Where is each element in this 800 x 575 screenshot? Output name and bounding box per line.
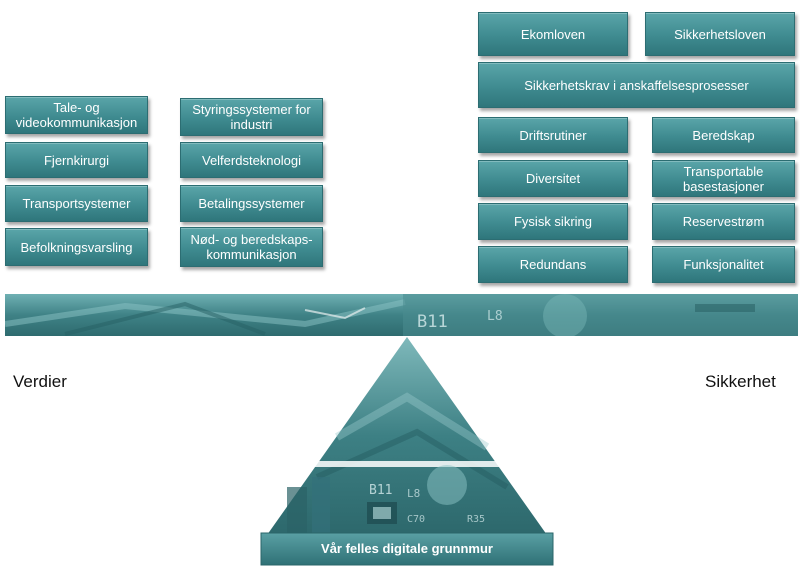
- security-box-funksjonalitet: Funksjonalitet: [652, 246, 795, 283]
- security-box-beredskap: Beredskap: [652, 117, 795, 153]
- pyramid-circuit-label: L8: [407, 487, 420, 500]
- security-box-transportable: Transportable basestasjoner: [652, 160, 795, 197]
- beam-circuit-label: B11: [417, 312, 448, 332]
- balance-beam: B11 L8: [5, 294, 798, 336]
- box-label: Transportable basestasjoner: [683, 163, 764, 194]
- values-box-velferdsteknologi: Velferdsteknologi: [180, 142, 323, 178]
- security-label: Sikkerhet: [705, 372, 776, 391]
- foundation-pyramid: B11 L8 R35 C70: [260, 337, 554, 566]
- box-label: Fysisk sikring: [513, 214, 592, 229]
- box-label: Tale- og videokommunikasjon: [15, 100, 138, 130]
- box-label: Ekomloven: [520, 26, 586, 42]
- security-box-diversitet: Diversitet: [478, 160, 628, 197]
- security-box-anskaffelse: Sikkerhetskrav i anskaffelsesprosesser: [478, 62, 795, 108]
- box-label: Sikkerhetsloven: [674, 26, 766, 42]
- box-label: Redundans: [519, 257, 587, 272]
- box-label: Befolkningsvarsling: [20, 239, 133, 255]
- box-label: Sikkerhetskrav i anskaffelsesprosesser: [524, 77, 749, 93]
- values-box-transportsystemer: Transportsystemer: [5, 185, 148, 222]
- box-label: Driftsrutiner: [519, 127, 587, 143]
- values-box-tale-og-video: Tale- og videokommunikasjon: [5, 96, 148, 134]
- pyramid-circuit-label: C70: [407, 514, 425, 525]
- values-box-styringssystemer: Styringssystemer for industri: [180, 98, 323, 136]
- security-box-ekomloven: Ekomloven: [478, 12, 628, 56]
- pyramid-circuit-label: B11: [369, 483, 392, 498]
- pyramid-circuit-label: R35: [467, 514, 485, 525]
- box-label: Transportsystemer: [22, 196, 131, 211]
- foundation-label: Vår felles digitale grunnmur: [321, 540, 493, 556]
- box-label: Styringssystemer for industri: [192, 102, 311, 132]
- security-box-fysisk-sikring: Fysisk sikring: [478, 203, 628, 240]
- values-label: Verdier: [13, 372, 67, 391]
- security-box-sikkerhetsloven: Sikkerhetsloven: [645, 12, 795, 56]
- box-label: Fjernkirurgi: [43, 152, 109, 168]
- values-box-betalingssystemer: Betalingssystemer: [180, 185, 323, 222]
- box-label: Reservestrøm: [682, 214, 765, 229]
- security-box-redundans: Redundans: [478, 246, 628, 283]
- beam-circuit-label: L8: [487, 309, 503, 324]
- values-box-nod-og-beredskap: Nød- og beredskaps-kommunikasjon: [180, 227, 323, 267]
- box-label: Betalingssystemer: [198, 196, 305, 211]
- box-label: Funksjonalitet: [683, 257, 764, 272]
- values-box-fjernkirurgi: Fjernkirurgi: [5, 142, 148, 178]
- security-box-driftsrutiner: Driftsrutiner: [478, 117, 628, 153]
- box-label: Beredskap: [692, 127, 755, 143]
- box-label: Velferdsteknologi: [201, 152, 301, 168]
- box-label: Diversitet: [525, 171, 581, 186]
- box-label: Nød- og beredskaps-kommunikasjon: [190, 232, 313, 262]
- security-box-reservestrom: Reservestrøm: [652, 203, 795, 240]
- values-box-befolkningsvarsling: Befolkningsvarsling: [5, 228, 148, 266]
